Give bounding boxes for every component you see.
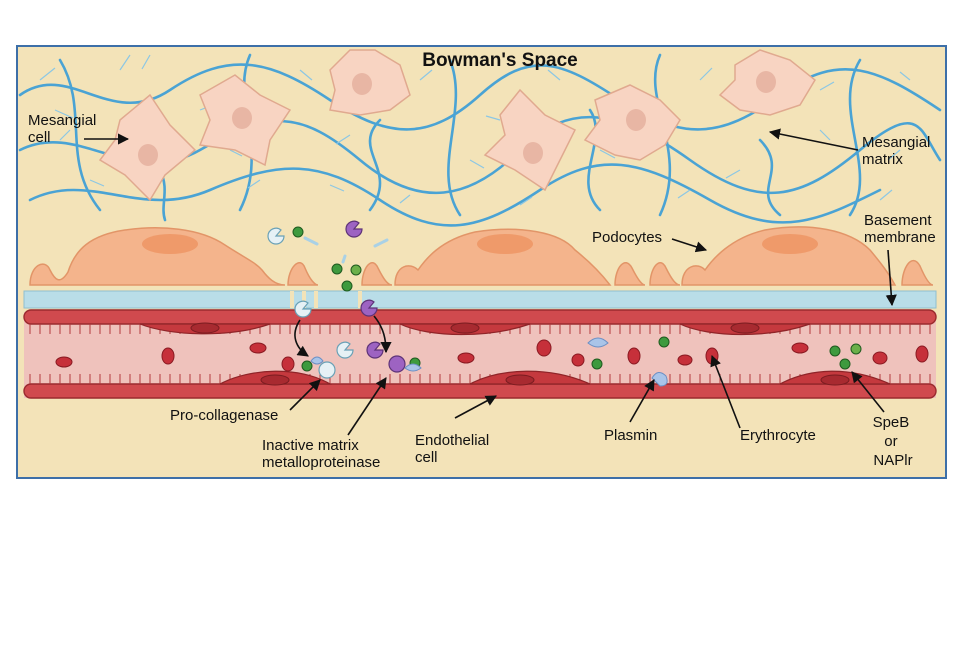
erythrocyte bbox=[457, 352, 475, 364]
label-arrows bbox=[84, 128, 897, 436]
erythrocyte bbox=[677, 354, 693, 366]
podocyte-foot bbox=[361, 262, 393, 286]
mesangial-cell bbox=[483, 88, 577, 192]
podocyte bbox=[681, 226, 897, 286]
mesangial-nuclei bbox=[138, 71, 776, 166]
podocyte bbox=[394, 228, 612, 286]
basement-membrane bbox=[23, 290, 937, 309]
pro-collagenase-molecules bbox=[267, 227, 354, 379]
endothelial-nuclei bbox=[190, 322, 850, 386]
erythrocyte bbox=[536, 339, 552, 357]
label-erythrocyte: Erythrocyte bbox=[740, 427, 816, 444]
erythrocyte bbox=[791, 342, 809, 354]
podocyte-foot bbox=[287, 262, 319, 286]
erythrocyte bbox=[627, 347, 641, 365]
podocyte bbox=[29, 227, 286, 286]
podocyte-nuclei bbox=[142, 234, 818, 254]
erythrocyte bbox=[249, 342, 267, 354]
erythrocyte bbox=[281, 356, 295, 372]
erythrocyte bbox=[872, 351, 888, 365]
label-podocytes: Podocytes bbox=[592, 229, 662, 246]
inactive-mmp-molecules bbox=[345, 220, 406, 373]
erythrocyte bbox=[161, 347, 175, 365]
podocytes bbox=[29, 226, 934, 286]
label-inactive-mmp: Inactive matrix metalloproteinase bbox=[262, 437, 380, 471]
label-speb-napir: SpeB or NAPlr bbox=[873, 414, 914, 469]
plasmin-molecules bbox=[310, 337, 668, 387]
membrane-pores bbox=[290, 291, 362, 308]
erythrocyte bbox=[55, 356, 73, 368]
label-endothelial-cell: Endothelial cell bbox=[415, 432, 493, 466]
label-mesangial-cell: Mesangial cell bbox=[28, 112, 101, 146]
endothelial-wall bbox=[23, 309, 937, 399]
label-pro-collagenase: Pro-collagenase bbox=[170, 407, 278, 424]
label-basement-membrane: Basement membrane bbox=[864, 212, 936, 246]
podocyte-foot bbox=[901, 259, 934, 286]
erythrocyte bbox=[915, 345, 929, 363]
podocyte-foot bbox=[614, 262, 646, 286]
fragment-dashes bbox=[303, 236, 389, 264]
label-mesangial-matrix: Mesangial matrix bbox=[862, 134, 935, 168]
erythrocyte bbox=[571, 353, 585, 367]
diagram-title: Bowman's Space bbox=[422, 50, 578, 71]
label-plasmin: Plasmin bbox=[604, 427, 657, 444]
podocyte-foot bbox=[649, 262, 681, 286]
